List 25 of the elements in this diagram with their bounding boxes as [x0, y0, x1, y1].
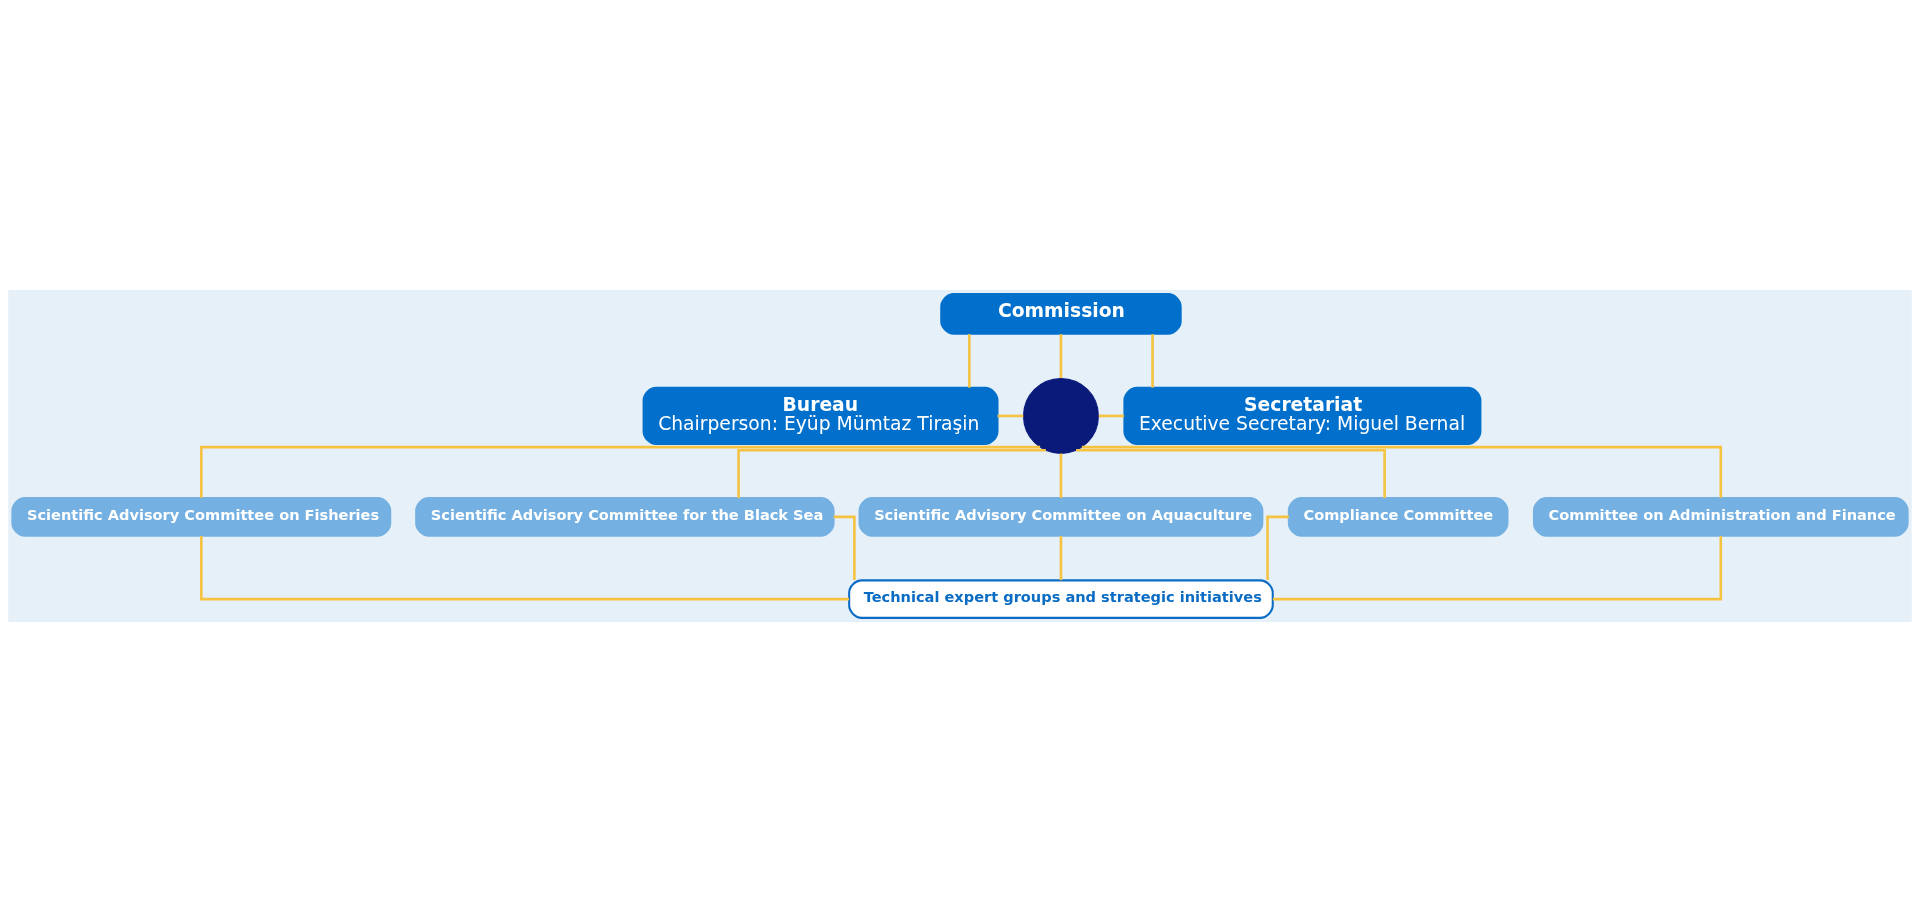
connector: [200, 535, 849, 601]
connector: [1076, 448, 1386, 498]
connector: [1266, 515, 1289, 581]
connector: [1081, 445, 1723, 498]
node-box: Compliance Committee: [1287, 497, 1509, 537]
connector: [997, 414, 1024, 418]
connector: [1059, 334, 1063, 379]
node-box: Committee on Administration and Finance: [1532, 497, 1909, 537]
connector: [1151, 334, 1154, 388]
connector: [200, 445, 1041, 498]
node-circle: [1022, 377, 1099, 454]
node-box: Technical expert groups and strategic initiatives: [848, 579, 1274, 619]
connector: [737, 448, 1046, 498]
node-box: Commission: [940, 293, 1182, 335]
connector: [968, 334, 971, 388]
node-box: Bureau Chairperson: Eyüp Mümtaz Tiraşin: [642, 386, 999, 446]
node-box: Scientific Advisory Committee on Fisheries: [11, 497, 392, 537]
node-box: Scientific Advisory Committee for the Black Sea: [415, 497, 835, 537]
connector: [1059, 453, 1063, 498]
node-box: Scientific Advisory Committee on Aquaculture: [858, 497, 1264, 537]
connector: [1272, 535, 1723, 601]
connector: [1098, 414, 1125, 418]
connector: [1059, 535, 1063, 581]
node-box: Secretariat Executive Secretary: Miguel Bernal: [1123, 386, 1482, 446]
connector: [833, 515, 856, 581]
